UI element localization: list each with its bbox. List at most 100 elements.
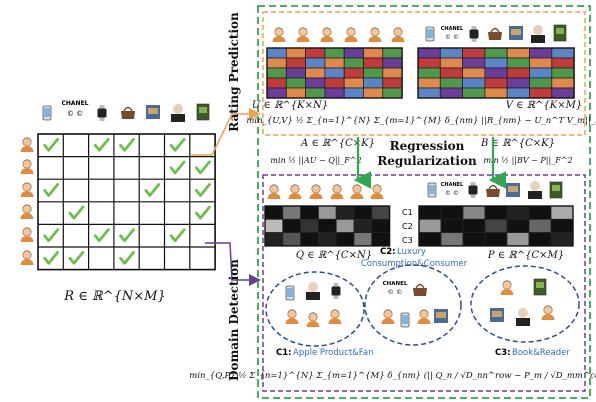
a-matrix-label: A ∈ ℝ^{C×K} bbox=[300, 138, 375, 149]
rating-prediction-title: Rating Prediction bbox=[227, 12, 241, 132]
p-matrix-cell bbox=[484, 205, 508, 220]
check-mark-icon bbox=[169, 228, 186, 243]
v-matrix-cell bbox=[417, 77, 441, 89]
p-matrix-cell bbox=[506, 218, 530, 234]
domain-detection-box bbox=[262, 174, 586, 392]
v-matrix-cell bbox=[439, 67, 463, 79]
svg-text:© ©: © © bbox=[67, 110, 83, 118]
check-mark-icon bbox=[43, 183, 60, 197]
check-mark-icon bbox=[93, 228, 110, 243]
p-matrix-cell bbox=[528, 218, 552, 234]
q-matrix-cell bbox=[335, 218, 355, 234]
check-mark-icon bbox=[144, 183, 161, 197]
u-matrix-cell bbox=[382, 87, 403, 99]
p-matrix-cell bbox=[506, 232, 530, 247]
cluster-c2-ellipse bbox=[364, 264, 462, 346]
c3-name: Book&Reader bbox=[512, 348, 570, 358]
chanel-logo-c2: CHANEL © © bbox=[383, 281, 408, 296]
u-matrix-cell bbox=[305, 87, 326, 99]
check-mark-icon bbox=[195, 160, 211, 175]
v-matrix-cell bbox=[551, 57, 575, 69]
v-matrix-cell bbox=[462, 77, 486, 89]
c1-id: C1: bbox=[276, 348, 292, 358]
q-matrix-cell bbox=[353, 205, 373, 220]
r-matrix-label: R ∈ ℝ^{N×M} bbox=[63, 289, 166, 304]
q-matrix-cell bbox=[335, 205, 355, 220]
c3-id: C3: bbox=[495, 348, 511, 358]
q-user-icons bbox=[267, 184, 384, 200]
check-mark-icon bbox=[43, 137, 60, 152]
v-matrix-cell bbox=[484, 47, 508, 59]
v-matrix bbox=[417, 47, 575, 99]
v-matrix-cell bbox=[484, 57, 508, 69]
p-matrix-cell bbox=[550, 218, 574, 234]
v-matrix-cell bbox=[484, 87, 508, 99]
u-matrix-cell bbox=[363, 77, 384, 89]
check-mark-icon bbox=[43, 228, 60, 243]
u-matrix-cell bbox=[363, 87, 384, 99]
v-matrix-cell bbox=[506, 47, 530, 59]
u-matrix-cell bbox=[305, 77, 326, 89]
check-mark-icon bbox=[195, 183, 211, 197]
u-matrix-cell bbox=[343, 47, 364, 59]
q-matrix-cell bbox=[264, 205, 284, 220]
check-mark-icon bbox=[119, 137, 135, 152]
v-matrix-cell bbox=[529, 67, 553, 79]
regression-formula-b: min ½ ||BV − P||_F^2 bbox=[483, 156, 572, 165]
v-matrix-cell bbox=[417, 47, 441, 59]
u-matrix-cell bbox=[305, 67, 326, 79]
v-matrix-cell bbox=[529, 87, 553, 99]
u-matrix-cell bbox=[285, 77, 306, 89]
r-item-icons: CHANEL © © bbox=[42, 100, 210, 122]
cluster-c1-icons bbox=[285, 282, 342, 328]
u-matrix-cell bbox=[266, 87, 287, 99]
svg-text:CHANEL: CHANEL bbox=[441, 26, 464, 32]
u-matrix-cell bbox=[324, 87, 345, 99]
p-matrix-cell bbox=[484, 232, 508, 247]
u-matrix-cell bbox=[285, 47, 306, 59]
q-matrix-cell bbox=[264, 232, 284, 247]
p-matrix-cell bbox=[440, 218, 464, 234]
row-label-c2: C2 bbox=[402, 222, 413, 231]
chanel-logo-v: CHANEL © © bbox=[441, 26, 464, 41]
check-mark-icon bbox=[68, 250, 85, 265]
v-matrix-cell bbox=[506, 57, 530, 69]
cluster-c3-icons bbox=[490, 278, 555, 326]
q-matrix bbox=[264, 205, 391, 247]
c2-name-line1: Luxury bbox=[397, 247, 426, 257]
u-matrix-border bbox=[266, 47, 403, 99]
rating-formula: min_{U,V} ½ Σ_{n=1}^{N} Σ_{m=1}^{M} δ_{n… bbox=[246, 115, 596, 126]
v-matrix-cell bbox=[506, 67, 530, 79]
regression-formula-a: min ½ ||AU − Q||_F^2 bbox=[270, 156, 361, 165]
p-matrix-border bbox=[418, 205, 574, 247]
u-matrix-cell bbox=[382, 67, 403, 79]
v-matrix-cell bbox=[551, 67, 575, 79]
u-matrix-cell bbox=[285, 67, 306, 79]
q-matrix-label: Q ∈ ℝ^{C×N} bbox=[296, 250, 372, 261]
row-label-c3: C3 bbox=[402, 236, 413, 245]
q-matrix-border bbox=[264, 205, 391, 247]
v-matrix-cell bbox=[439, 47, 463, 59]
b-matrix-label: B ∈ ℝ^{C×K} bbox=[480, 138, 555, 149]
q-matrix-cell bbox=[353, 218, 373, 234]
rating-prediction-box bbox=[262, 11, 586, 136]
cluster-c1-ellipse bbox=[265, 271, 365, 347]
v-matrix-cell bbox=[439, 57, 463, 69]
u-matrix-cell bbox=[343, 77, 364, 89]
q-matrix-cell bbox=[282, 218, 301, 234]
q-matrix-cell bbox=[335, 232, 355, 247]
p-matrix-cell bbox=[440, 232, 464, 247]
v-matrix-cell bbox=[529, 57, 553, 69]
u-matrix-cell bbox=[305, 47, 326, 59]
q-matrix-cell bbox=[300, 218, 319, 234]
v-matrix-cell bbox=[417, 57, 441, 69]
p-item-icons: CHANEL © © bbox=[427, 181, 563, 199]
u-user-icons bbox=[272, 27, 405, 43]
u-matrix-cell bbox=[266, 57, 287, 69]
check-mark-icon bbox=[169, 137, 186, 152]
q-matrix-cell bbox=[300, 205, 319, 220]
svg-text:CHANEL: CHANEL bbox=[383, 281, 408, 287]
chanel-logo-p: CHANEL © © bbox=[441, 182, 464, 197]
u-matrix-cell bbox=[363, 47, 384, 59]
v-matrix-cell bbox=[551, 87, 575, 99]
